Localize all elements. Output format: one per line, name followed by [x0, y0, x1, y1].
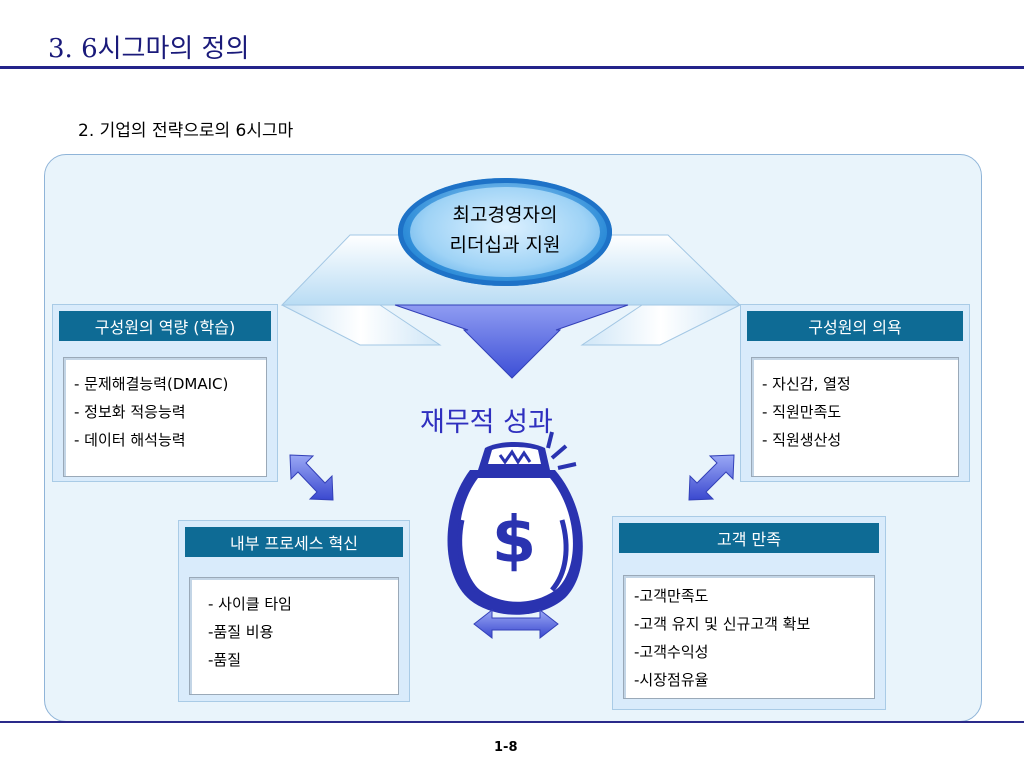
list-item: -고객 유지 및 신규고객 확보 — [634, 615, 811, 633]
leadership-line-2: 리더십과 지원 — [449, 234, 561, 256]
box-customer-header: 고객 만족 — [619, 523, 879, 553]
list-item: - 직원생산성 — [762, 431, 842, 449]
page-title: 3. 6시그마의 정의 — [48, 34, 250, 64]
leadership-label: 최고경영자의 리더십과 지원 — [398, 200, 612, 260]
box-customer-body: -고객만족도 -고객 유지 및 신규고객 확보 -고객수익성 -시장점유율 — [623, 575, 875, 699]
list-item: -시장점유율 — [634, 671, 709, 689]
footer-divider — [0, 721, 1024, 723]
list-item: - 직원만족도 — [762, 403, 842, 421]
page-number: 1-8 — [494, 740, 518, 755]
list-item: - 데이터 해석능력 — [74, 431, 186, 449]
list-item: - 문제해결능력(DMAIC) — [74, 375, 229, 393]
list-item: - 사이클 타임 — [208, 595, 292, 613]
leadership-line-1: 최고경영자의 — [452, 204, 558, 226]
list-item: -품질 비용 — [208, 623, 274, 641]
box-process-body: - 사이클 타임 -품질 비용 -품질 — [189, 577, 399, 695]
box-customer: 고객 만족 -고객만족도 -고객 유지 및 신규고객 확보 -고객수익성 -시장… — [612, 516, 886, 710]
box-process-header: 내부 프로세스 혁신 — [185, 527, 403, 557]
list-item: -고객수익성 — [634, 643, 709, 661]
list-item: - 정보화 적응능력 — [74, 403, 186, 421]
list-item: -고객만족도 — [634, 587, 709, 605]
box-motivation: 구성원의 의욕 - 자신감, 열정 - 직원만족도 - 직원생산성 — [740, 304, 970, 482]
list-item: - 자신감, 열정 — [762, 375, 851, 393]
box-motivation-body: - 자신감, 열정 - 직원만족도 - 직원생산성 — [751, 357, 959, 477]
title-divider — [0, 66, 1024, 69]
financial-result-label: 재무적 성과 — [420, 407, 553, 438]
leadership-oval: 최고경영자의 리더십과 지원 — [398, 178, 612, 286]
box-learning: 구성원의 역량 (학습) - 문제해결능력(DMAIC) - 정보화 적응능력 … — [52, 304, 278, 482]
box-learning-header: 구성원의 역량 (학습) — [59, 311, 271, 341]
box-learning-body: - 문제해결능력(DMAIC) - 정보화 적응능력 - 데이터 해석능력 — [63, 357, 267, 477]
section-subtitle: 2. 기업의 전략으로의 6시그마 — [78, 121, 294, 141]
box-process: 내부 프로세스 혁신 - 사이클 타임 -품질 비용 -품질 — [178, 520, 410, 702]
list-item: -품질 — [208, 651, 242, 669]
box-motivation-header: 구성원의 의욕 — [747, 311, 963, 341]
